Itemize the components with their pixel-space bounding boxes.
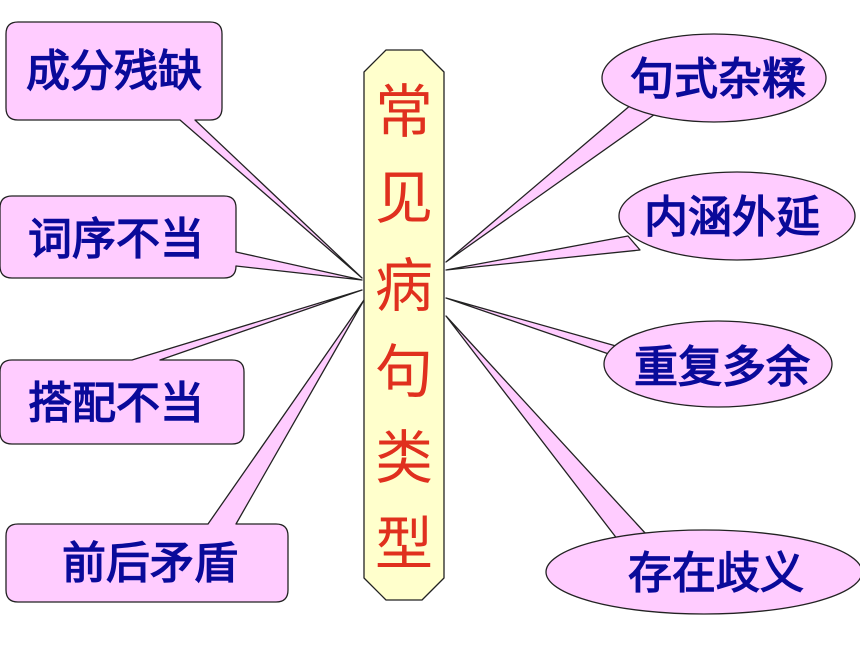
callout-left-2-label: 词序不当 — [28, 214, 204, 265]
callout-left-1-label: 成分残缺 — [26, 46, 202, 97]
center-banner-shape — [363, 49, 445, 601]
callout-left-1-shape — [5, 21, 363, 279]
center-char-6: 型 — [375, 510, 433, 578]
callout-right-4-shape — [545, 529, 860, 615]
center-char-4: 句 — [375, 338, 433, 406]
callout-left-3: 搭配不当 — [0, 289, 363, 445]
callout-right-2-shape — [618, 171, 856, 261]
center-char-5: 类 — [375, 424, 433, 492]
callout-left-4-shape — [5, 299, 365, 603]
callout-right-4: 存在歧义 — [445, 315, 860, 615]
callout-right-2: 内涵外延 — [445, 171, 856, 271]
callout-right-3-label: 重复多余 — [634, 342, 811, 393]
callout-right-1: 句式杂糅 — [445, 33, 827, 263]
callout-right-3-shape — [603, 320, 833, 408]
callout-right-3: 重复多余 — [445, 297, 833, 408]
callout-left-2-shape — [0, 195, 363, 281]
callout-left-1: 成分残缺 — [5, 21, 363, 279]
callout-left-3-shape — [0, 289, 363, 445]
center-char-3: 病 — [375, 252, 433, 320]
callout-left-4: 前后矛盾 — [5, 299, 365, 603]
callout-right-1-label: 句式杂糅 — [630, 54, 807, 105]
callout-right-4-label: 存在歧义 — [628, 548, 804, 599]
callout-right-2-tail — [445, 235, 641, 271]
callout-left-3-label: 搭配不当 — [28, 378, 204, 429]
center-char-1: 常 — [375, 78, 433, 146]
callout-left-4-label: 前后矛盾 — [62, 538, 238, 589]
center-banner: 常 见 病 句 类 型 — [363, 49, 445, 601]
callout-left-2: 词序不当 — [0, 195, 363, 281]
callout-right-2-label: 内涵外延 — [644, 192, 820, 243]
callout-right-1-shape — [601, 33, 827, 123]
center-char-2: 见 — [375, 164, 433, 232]
